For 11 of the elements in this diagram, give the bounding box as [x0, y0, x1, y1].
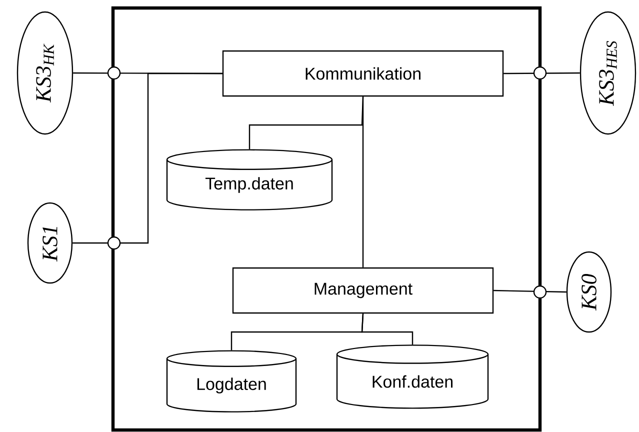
database-cylinder: Temp.daten	[166, 149, 333, 210]
database-cylinder: Logdaten	[166, 350, 297, 412]
system-frame	[111, 6, 542, 432]
connector-line	[504, 72, 580, 74]
connector-line	[72, 72, 222, 244]
database-cylinder: Konf.daten	[336, 344, 489, 409]
connector-line	[362, 96, 364, 268]
connector-line	[494, 290, 566, 293]
process-box: Kommunikation	[222, 50, 504, 97]
process-box: Management	[232, 267, 494, 314]
connector-line	[361, 314, 414, 345]
